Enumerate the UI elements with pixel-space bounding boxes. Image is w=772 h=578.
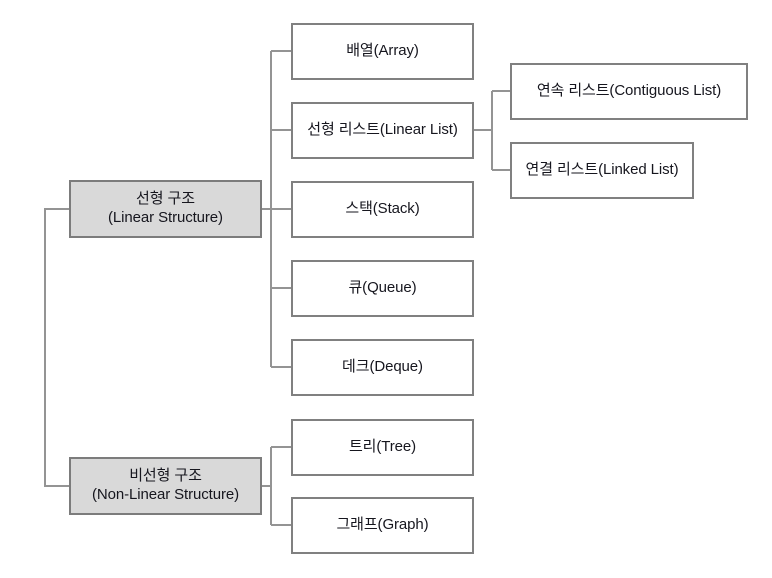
node-array-label: 배열(Array) <box>346 42 419 60</box>
node-queue[interactable]: 큐(Queue) <box>291 260 474 317</box>
node-linked-list-label: 연결 리스트(Linked List) <box>525 161 679 179</box>
node-stack[interactable]: 스택(Stack) <box>291 181 474 238</box>
node-graph-label: 그래프(Graph) <box>336 516 429 534</box>
node-linear-structure-label: 선형 구조 (Linear Structure) <box>108 190 223 226</box>
node-contiguous-list-label: 연속 리스트(Contiguous List) <box>536 82 722 100</box>
node-tree[interactable]: 트리(Tree) <box>291 419 474 476</box>
node-non-linear-structure[interactable]: 비선형 구조 (Non-Linear Structure) <box>69 457 262 515</box>
node-graph[interactable]: 그래프(Graph) <box>291 497 474 554</box>
node-array[interactable]: 배열(Array) <box>291 23 474 80</box>
node-queue-label: 큐(Queue) <box>348 279 417 297</box>
connector-root-bracket <box>44 208 69 487</box>
node-linked-list[interactable]: 연결 리스트(Linked List) <box>510 142 694 199</box>
node-stack-label: 스택(Stack) <box>345 200 420 218</box>
node-tree-label: 트리(Tree) <box>348 438 417 456</box>
node-deque[interactable]: 데크(Deque) <box>291 339 474 396</box>
node-linear-list[interactable]: 선형 리스트(Linear List) <box>291 102 474 159</box>
node-linear-list-label: 선형 리스트(Linear List) <box>307 121 458 139</box>
node-contiguous-list[interactable]: 연속 리스트(Contiguous List) <box>510 63 748 120</box>
node-linear-structure[interactable]: 선형 구조 (Linear Structure) <box>69 180 262 238</box>
node-deque-label: 데크(Deque) <box>342 358 423 376</box>
node-non-linear-structure-label: 비선형 구조 (Non-Linear Structure) <box>91 467 240 503</box>
